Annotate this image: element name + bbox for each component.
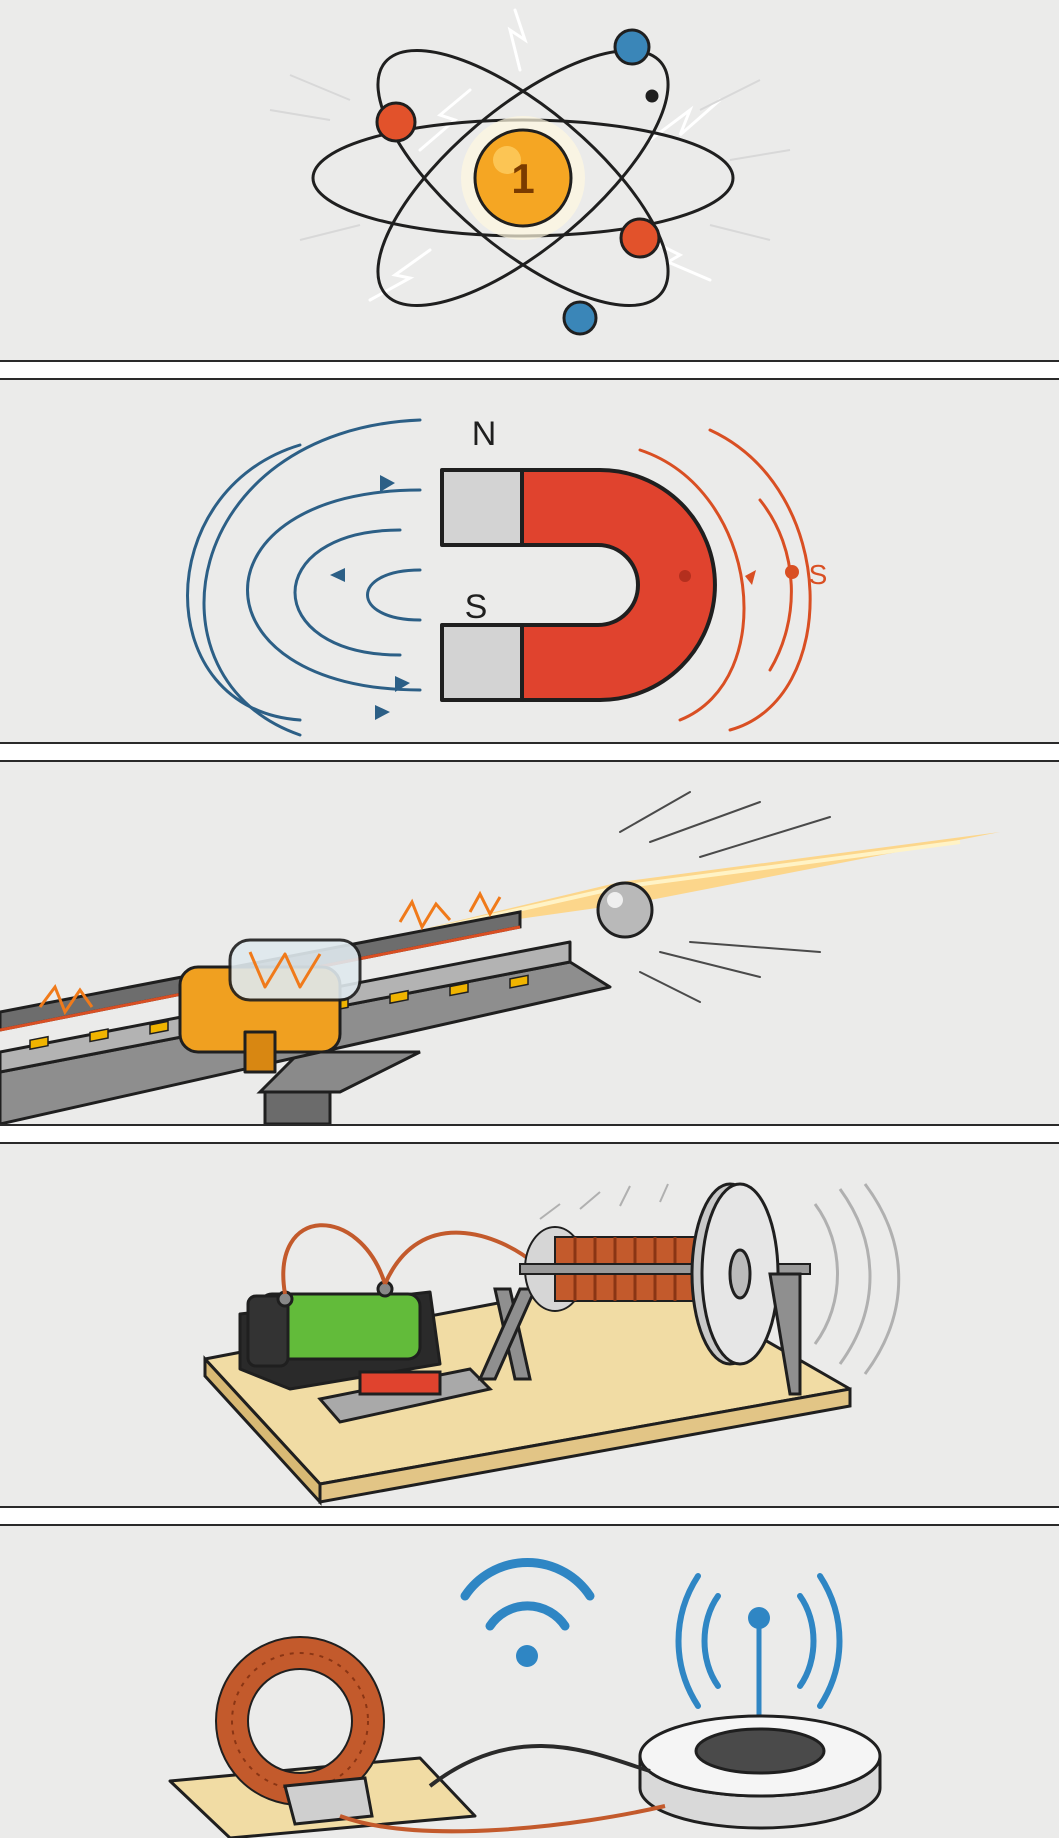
electromagnet-svg xyxy=(203,1182,901,1506)
field-lines-orange xyxy=(638,428,812,732)
wifi-dot xyxy=(516,1645,538,1667)
electron-red-2 xyxy=(619,217,661,259)
antenna-signal-icon xyxy=(675,1573,843,1709)
field-arrows-blue xyxy=(330,475,410,720)
atom-panel: 1 xyxy=(0,0,1059,362)
electrons xyxy=(375,28,661,336)
charging-pad xyxy=(638,1714,882,1830)
atom-svg: 1 xyxy=(269,8,791,336)
electric-sparks xyxy=(38,890,502,1016)
field-south-label: S xyxy=(809,559,828,590)
spinning-disc xyxy=(690,1182,780,1366)
electron-red-1 xyxy=(375,101,417,143)
vibration-lines xyxy=(813,1183,901,1375)
horseshoe-magnet xyxy=(440,468,717,702)
coil-carriage xyxy=(178,938,362,1074)
spark-lines xyxy=(368,8,722,302)
projectile-ball xyxy=(596,881,654,939)
railgun-svg xyxy=(0,791,1000,1124)
wireless-svg xyxy=(168,1558,882,1838)
speed-lines xyxy=(619,791,831,1003)
south-pole-label: S xyxy=(465,588,488,626)
battery xyxy=(238,1280,442,1391)
north-pole-label: N xyxy=(472,415,497,453)
nucleus-label: 1 xyxy=(511,155,534,202)
field-arrows-orange xyxy=(745,565,799,585)
railgun-panel xyxy=(0,760,1059,1126)
wifi-icon xyxy=(460,1558,595,1631)
magnet-svg: N S S xyxy=(186,415,828,737)
switch-block xyxy=(317,1367,493,1424)
field-lines-blue xyxy=(186,418,422,737)
wires xyxy=(281,1223,537,1295)
wireless-panel xyxy=(0,1524,1059,1838)
electron-blue-1 xyxy=(613,28,651,66)
electromagnet-panel xyxy=(0,1142,1059,1508)
magnet-panel: N S S xyxy=(0,378,1059,744)
cables xyxy=(339,1743,666,1834)
electron-blue-2 xyxy=(562,300,598,336)
